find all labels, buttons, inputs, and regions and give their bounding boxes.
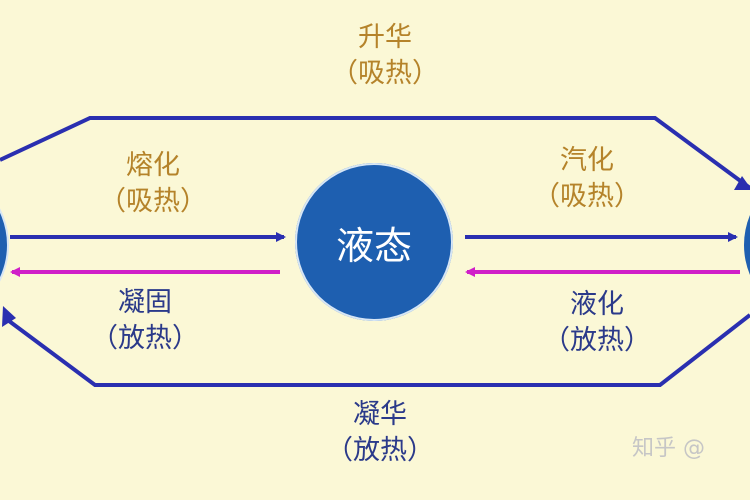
solidification-label: 凝固 (118, 287, 172, 318)
sublimation-heat-label: （吸热） (331, 58, 439, 89)
vaporization-label: 汽化 (560, 145, 614, 176)
vaporization-heat-label: （吸热） (533, 181, 641, 212)
solidification-heat-label: （放热） (91, 323, 199, 354)
deposition-label-group: 凝华 （放热） (315, 397, 445, 469)
deposition-path (3, 313, 750, 387)
melting-label: 熔化 (126, 150, 180, 181)
liquid-state-label: 液态 (335, 223, 412, 268)
solid-node (0, 210, 8, 280)
deposition-heat-label: （放热） (326, 435, 434, 466)
sublimation-path (0, 116, 750, 190)
liquefaction-label-group: 液化 （放热） (532, 287, 662, 359)
solid-node-highlight (0, 208, 9, 282)
gas-node (744, 215, 750, 275)
sublimation-arrowhead (734, 176, 750, 190)
solidification-label-group: 凝固 （放热） (80, 285, 210, 357)
sublimation-label-group: 升华 （吸热） (320, 20, 450, 92)
deposition-label: 凝华 (353, 399, 407, 430)
melting-heat-label: （吸热） (99, 186, 207, 217)
sublimation-label: 升华 (358, 22, 412, 53)
vaporization-label-group: 汽化 （吸热） (522, 143, 652, 215)
melting-label-group: 熔化 （吸热） (88, 148, 218, 220)
liquid-state-node: 液态 (295, 163, 453, 321)
watermark: 知乎 @ (632, 436, 705, 461)
liquefaction-label: 液化 (570, 289, 624, 320)
deposition-arrowhead (2, 306, 16, 327)
liquefaction-heat-label: （放热） (543, 325, 651, 356)
